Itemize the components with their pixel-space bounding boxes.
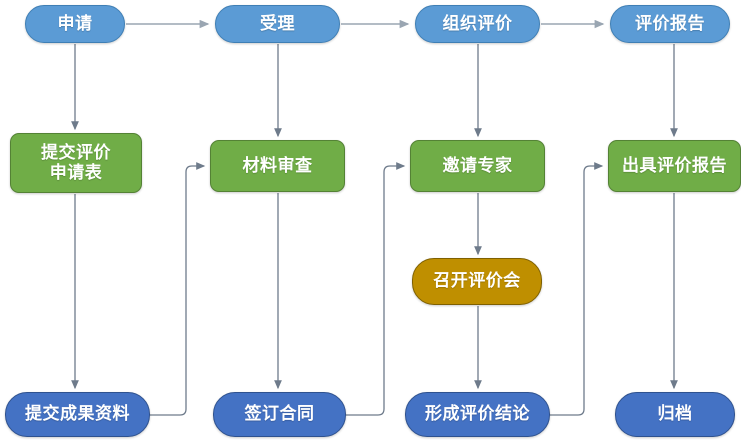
node-meeting-hold-evaluation-meeting[interactable]: 召开评价会	[412, 258, 542, 305]
node-action-material-review[interactable]: 材料审查	[210, 140, 345, 192]
node-output-submit-achievement-materials[interactable]: 提交成果资料	[5, 392, 150, 437]
connector-o1-a2	[150, 162, 206, 416]
node-output-form-evaluation-conclusion[interactable]: 形成评价结论	[405, 392, 550, 437]
connector-o2-a3	[346, 162, 406, 416]
node-output-sign-contract[interactable]: 签订合同	[213, 392, 346, 437]
node-action-invite-experts[interactable]: 邀请专家	[410, 140, 545, 192]
node-action-submit-application-form[interactable]: 提交评价 申请表	[10, 133, 142, 193]
node-stage-application[interactable]: 申请	[25, 5, 125, 43]
node-stage-acceptance[interactable]: 受理	[215, 5, 340, 43]
node-stage-evaluation-report[interactable]: 评价报告	[610, 5, 730, 43]
node-output-archive[interactable]: 归档	[615, 392, 735, 437]
node-stage-organize-evaluation[interactable]: 组织评价	[415, 5, 540, 43]
node-action-issue-evaluation-report[interactable]: 出具评价报告	[608, 140, 741, 192]
connector-o3-a4	[550, 162, 604, 416]
